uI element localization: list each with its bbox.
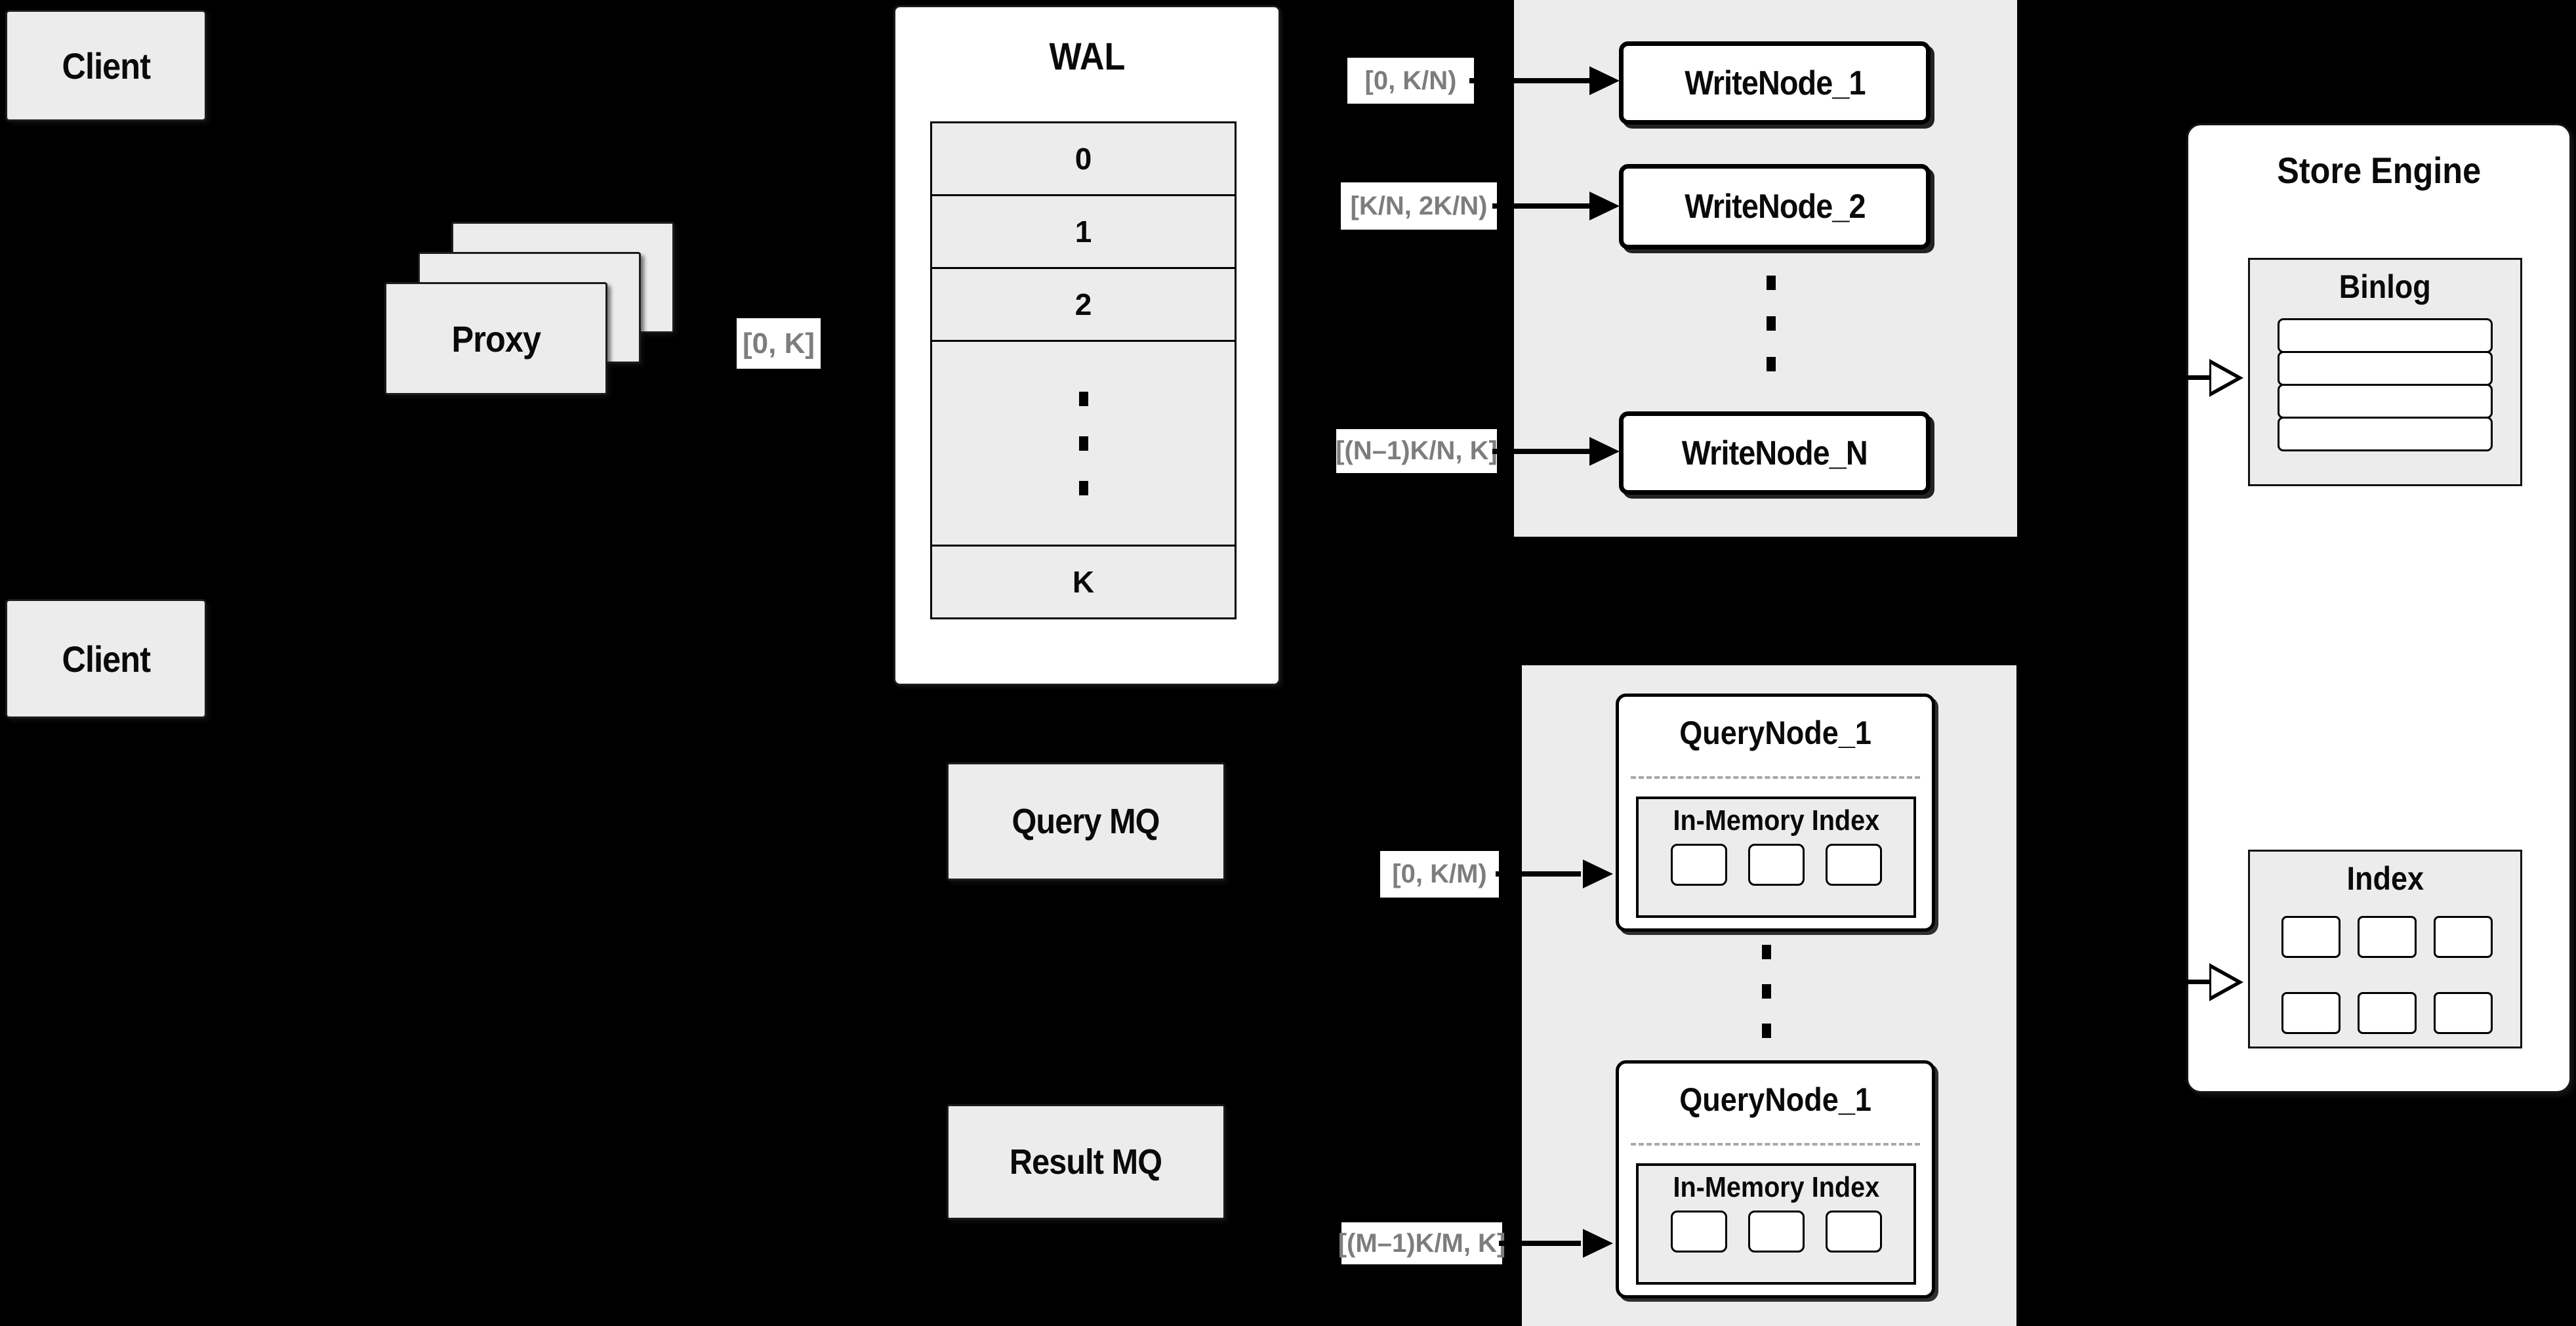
write-node-1: WriteNode_1 [1619,41,1931,125]
index-cells [2250,916,2520,1034]
wal-title: WAL [1049,35,1125,78]
segment-cell [1825,844,1882,886]
query-node-m-title: QueryNode_1 [1679,1081,1871,1118]
range-label-write-n: [(N–1)K/N, K] [1336,429,1498,473]
wal-row-0: 0 [930,121,1237,196]
client-bottom-label: Client [62,638,151,680]
query-node-m-segments [1639,1211,1913,1253]
client-top-label: Client [62,45,151,87]
write-node-2: WriteNode_2 [1619,164,1931,249]
query-node-1-divider [1631,776,1920,779]
binlog-title: Binlog [2339,268,2431,305]
segment-cell [1670,844,1727,886]
query-node-1: QueryNode_1 In-Memory Index [1616,694,1935,932]
write-node-1-label: WriteNode_1 [1684,64,1866,102]
query-mq-box: Query MQ [947,762,1225,881]
query-node-1-memory-title: In-Memory Index [1673,804,1879,837]
wal-row-ellipsis [930,340,1237,547]
index-cell [2281,916,2341,958]
arrow-query-1-head-icon [1583,860,1613,888]
index-cell [2434,916,2493,958]
result-mq-box: Result MQ [947,1104,1225,1220]
query-node-m-memory-box: In-Memory Index [1636,1163,1916,1285]
binlog-row [2278,318,2493,353]
arrow-write-2-shaft [1492,203,1591,209]
arrow-query-1-shaft [1496,871,1581,877]
query-node-1-memory-box: In-Memory Index [1636,797,1916,918]
arrow-write-1-head-icon [1589,66,1620,95]
store-engine-title: Store Engine [2277,150,2481,191]
arrow-binlog-shaft [2125,375,2212,380]
write-node-n-label: WriteNode_N [1681,434,1868,472]
wal-row-k: K [930,545,1237,619]
segment-cell [1825,1211,1882,1253]
query-mq-label: Query MQ [1012,802,1160,841]
write-nodes-ellipsis-icon [1767,276,1776,371]
index-cell [2434,992,2493,1034]
wal-row-2-label: 2 [1074,287,1092,321]
arrow-write-n-shaft [1492,449,1591,454]
segment-cell [1670,1211,1727,1253]
range-label-write-1: [0, K/N) [1347,58,1474,104]
binlog-box: Binlog [2248,258,2522,486]
client-box-bottom: Client [5,599,207,718]
index-box: Index [2248,850,2522,1048]
write-node-2-label: WriteNode_2 [1684,188,1866,226]
arrow-write-1-shaft [1469,78,1591,83]
wal-row-2: 2 [930,267,1237,342]
query-node-1-segments [1639,844,1913,886]
query-node-m-memory-title: In-Memory Index [1673,1171,1879,1203]
vertical-ellipsis-icon [1078,391,1088,495]
arrow-query-m-head-icon [1583,1229,1613,1258]
wal-row-k-label: K [1072,565,1095,599]
proxy-label: Proxy [451,318,541,360]
range-label-proxy-out: [0, K] [737,318,821,369]
arrow-write-2-head-icon [1589,192,1620,220]
binlog-row [2278,384,2493,419]
arrow-query-m-shaft [1499,1241,1581,1246]
query-node-m: QueryNode_1 In-Memory Index [1616,1060,1935,1298]
segment-cell [1748,844,1805,886]
wal-table: 0 1 2 K [930,121,1237,619]
result-mq-label: Result MQ [1010,1142,1162,1182]
range-label-write-2: [K/N, 2K/N) [1341,182,1497,230]
write-node-n: WriteNode_N [1619,411,1931,495]
index-title: Index [2346,860,2424,897]
range-label-query-1: [0, K/M) [1380,851,1499,898]
arrow-binlog-head-icon [2209,359,2243,397]
query-node-1-title: QueryNode_1 [1679,715,1871,751]
segment-cell [1748,1211,1805,1253]
wal-row-1-label: 1 [1074,215,1092,249]
index-cell [2358,916,2417,958]
arrow-write-n-head-icon [1589,437,1620,466]
range-label-query-m: [(M–1)K/M, K] [1338,1222,1505,1264]
wal-row-0-label: 0 [1074,142,1092,176]
index-cell [2358,992,2417,1034]
arrow-index-head-icon [2209,963,2243,1001]
proxy-card-front: Proxy [384,282,607,395]
client-box-top: Client [5,10,207,121]
wal-row-1: 1 [930,194,1237,269]
binlog-rows [2250,318,2520,451]
binlog-row [2278,351,2493,386]
arrow-index-shaft [2125,980,2212,984]
query-node-m-divider [1631,1143,1920,1146]
index-cell [2281,992,2341,1034]
query-nodes-ellipsis-icon [1762,945,1771,1038]
binlog-row [2278,417,2493,451]
